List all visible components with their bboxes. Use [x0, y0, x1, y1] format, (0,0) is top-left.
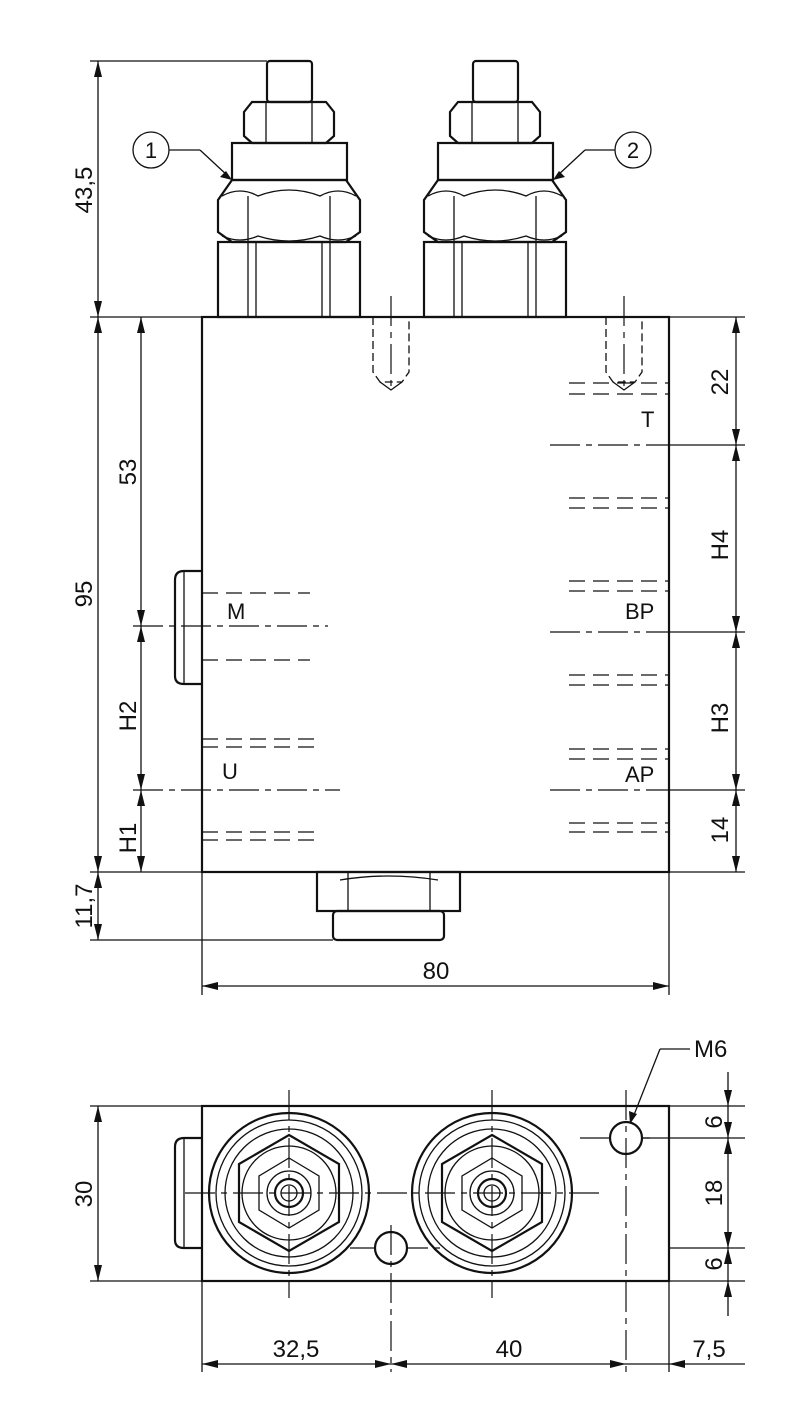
dim-plan-6-top: 6 — [701, 1115, 728, 1128]
svg-text:1: 1 — [145, 138, 157, 163]
callout-2: 2 — [553, 131, 652, 180]
cartridge-1 — [216, 59, 362, 319]
plan-cartridge-2 — [410, 1111, 574, 1275]
dim-width: 80 — [423, 958, 450, 985]
dim-h4: H4 — [707, 530, 734, 561]
dim-right-top: 22 — [707, 369, 734, 396]
plan-cartridge-1 — [207, 1111, 371, 1275]
callout-1: 1 — [132, 131, 232, 180]
plan-view: M6 30 6 18 — [71, 1036, 745, 1372]
dim-h2: H2 — [115, 701, 142, 732]
dim-body-height: 95 — [71, 581, 98, 608]
front-view: T BP AP M U 1 2 — [71, 59, 745, 995]
hidden-top-holes — [372, 296, 643, 392]
side-plug — [173, 569, 202, 686]
dim-plan-32-5: 32,5 — [273, 1336, 320, 1363]
dim-top-height: 43,5 — [71, 167, 98, 214]
dim-h1: H1 — [115, 823, 142, 854]
port-label-bp: BP — [625, 599, 654, 624]
dim-right-bottom: 14 — [707, 817, 734, 844]
dim-plan-height: 30 — [71, 1181, 98, 1208]
front-dimensions: 43,5 95 53 H2 H1 11,7 — [71, 60, 745, 995]
port-label-u: U — [222, 759, 238, 784]
hidden-ports-left — [133, 592, 340, 841]
thread-label: M6 — [694, 1036, 727, 1063]
bottom-plug — [315, 870, 462, 942]
dim-plan-18: 18 — [701, 1180, 728, 1207]
port-label-m: M — [227, 599, 245, 624]
dim-h3: H3 — [707, 703, 734, 734]
port-label-ap: AP — [625, 762, 654, 787]
hidden-ports-right — [550, 382, 669, 833]
dim-upper-left: 53 — [115, 459, 142, 486]
plan-side-plug — [173, 1136, 202, 1250]
plan-dimensions: 30 6 18 6 32,5 40 7,5 — [71, 1072, 745, 1372]
dim-plan-6-bottom: 6 — [701, 1257, 728, 1270]
valve-body — [200, 315, 671, 874]
svg-text:2: 2 — [627, 138, 639, 163]
thread-callout: M6 — [629, 1036, 727, 1124]
cartridge-2 — [422, 59, 568, 319]
dim-plan-7-5: 7,5 — [692, 1336, 725, 1363]
dim-bottom-plug: 11,7 — [71, 884, 98, 929]
port-label-t: T — [641, 407, 654, 432]
dim-plan-40: 40 — [496, 1336, 523, 1363]
